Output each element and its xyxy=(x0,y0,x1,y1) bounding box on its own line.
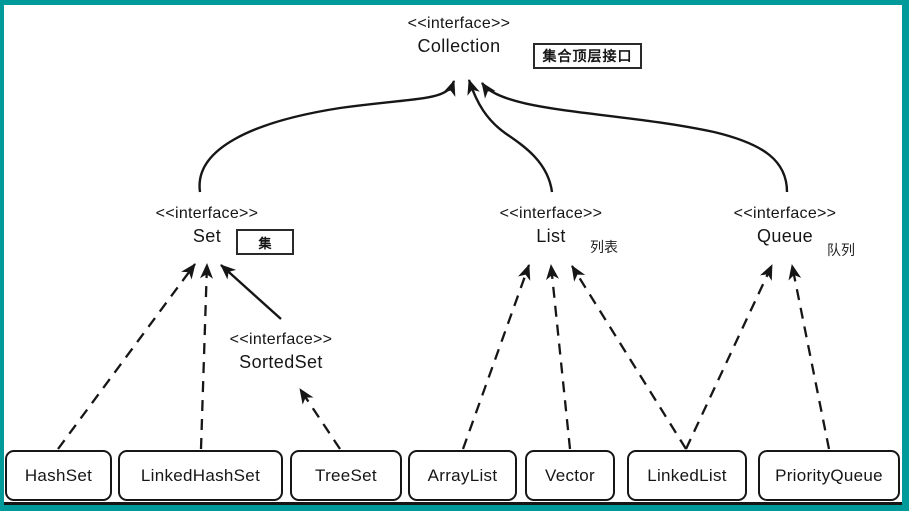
set-stereotype: <<interface>> xyxy=(155,205,259,222)
node-linkedhashset: LinkedHashSet xyxy=(118,450,283,501)
frame-border-top xyxy=(0,0,909,5)
edge-queue-collection xyxy=(481,82,789,193)
collection-stereotype: <<interface>> xyxy=(407,15,511,32)
node-list: <<interface>> List xyxy=(461,204,641,247)
frame-border-left xyxy=(0,0,4,511)
queue-stereotype: <<interface>> xyxy=(733,205,837,222)
edge-hashset-set xyxy=(57,263,196,450)
collection-name: Collection xyxy=(417,36,501,56)
edge-list-collection xyxy=(467,79,554,193)
frame-border-right xyxy=(902,0,909,511)
queue-note: 队列 xyxy=(827,242,855,258)
edge-set-collection xyxy=(198,80,456,193)
node-set: <<interface>> Set xyxy=(117,204,297,247)
node-arraylist: ArrayList xyxy=(408,450,517,501)
node-linkedlist: LinkedList xyxy=(627,450,747,501)
list-stereotype: <<interface>> xyxy=(499,205,603,222)
node-collection: <<interface>> Collection xyxy=(369,14,549,57)
edge-linkedlist-list xyxy=(571,265,687,450)
edge-linkedlist-queue xyxy=(684,264,774,450)
set-note-box: 集 xyxy=(236,229,294,255)
node-treeset: TreeSet xyxy=(290,450,402,501)
edge-arraylist-list xyxy=(461,264,531,450)
bottom-rule xyxy=(2,502,907,505)
node-sortedset: <<interface>> SortedSet xyxy=(191,330,371,373)
node-queue: <<interface>> Queue xyxy=(695,204,875,247)
edge-linkedhashset-set xyxy=(199,263,214,450)
node-hashset: HashSet xyxy=(5,450,112,501)
set-name: Set xyxy=(192,226,222,246)
collection-note-box: 集合顶层接口 xyxy=(533,43,642,69)
edge-priorityqueue-queue xyxy=(788,264,831,450)
frame-border-bottom xyxy=(0,505,909,511)
node-priorityqueue: PriorityQueue xyxy=(758,450,900,501)
sortedset-name: SortedSet xyxy=(239,352,323,372)
edge-treeset-sortedset xyxy=(299,388,341,450)
edge-sortedset-set xyxy=(220,264,282,320)
sortedset-stereotype: <<interface>> xyxy=(229,331,333,348)
list-name: List xyxy=(536,226,566,246)
list-note: 列表 xyxy=(590,239,618,255)
edge-vector-list xyxy=(546,264,572,450)
node-vector: Vector xyxy=(525,450,615,501)
queue-name: Queue xyxy=(756,226,814,246)
